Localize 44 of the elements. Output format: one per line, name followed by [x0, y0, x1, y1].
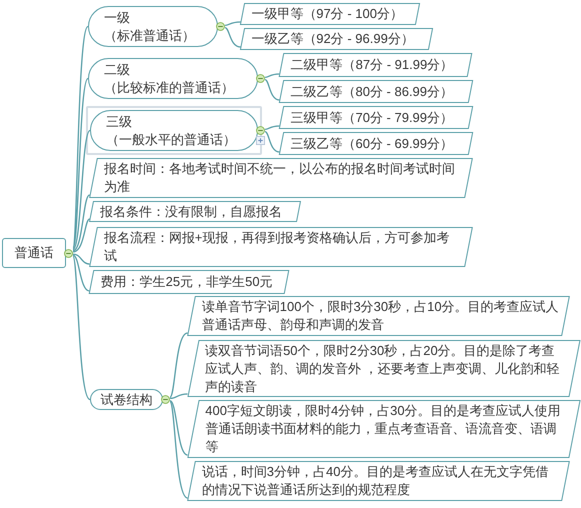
topic-box: 读单音节字词100个，限时3分30秒，占10分。目的考查应试人普通话声母、韵母和声调的发音 — [187, 296, 570, 336]
topic-title: 三级 — [106, 112, 132, 130]
topic-pill — [88, 6, 225, 47]
topic-box: 一级乙等（92分 - 96.99分） — [240, 28, 433, 50]
connector-line — [264, 131, 280, 153]
topic-subtitle: （标准普通话） — [104, 26, 195, 44]
topic-pill — [90, 389, 170, 410]
connector-line — [72, 218, 90, 253]
connector-line — [264, 73, 280, 78]
connector-line — [169, 401, 188, 499]
connector-line — [72, 130, 90, 250]
connector-line — [170, 393, 188, 400]
connector-line — [72, 194, 90, 252]
connector-line — [72, 78, 89, 249]
topic-box: 二级甲等（87分 - 91.99分） — [279, 53, 473, 77]
topic-box: 一级甲等（97分 - 100分） — [240, 3, 420, 25]
topic-box: 说话，时间3分钟，占40分。目的是考查应试人在无文字凭借的情况下说普通话所达到的规范程度 — [187, 461, 570, 501]
connector-line — [170, 332, 188, 398]
connector-line — [170, 400, 188, 456]
topic-box: 费用：学生25元，非学生50元 — [89, 270, 290, 294]
topic-box: 400字短文朗读，限时4分钟，占30分。目的是考查应试人使用普通话朗读书面材料的能力，重点考查语音、语流音变、语调等 — [187, 400, 580, 458]
connector-line — [264, 79, 280, 101]
topic-box: 二级乙等（80分 - 86.99分） — [279, 80, 473, 103]
topic-box: 报名条件：没有限制，自愿报名 — [89, 201, 301, 222]
topic-title: 试卷结构 — [100, 390, 152, 408]
topic-pill — [88, 58, 265, 99]
topic-title: 普通话 — [14, 244, 54, 262]
topic-box: 三级乙等（60分 - 69.99分） — [279, 132, 473, 155]
connector-line — [264, 125, 280, 130]
connector-line — [72, 253, 90, 265]
topic-title: 二级 — [104, 60, 130, 78]
connector-line — [224, 21, 241, 26]
connector-line — [72, 256, 90, 400]
topic-box: 三级甲等（70分 - 79.99分） — [279, 106, 473, 129]
topic-box: 读双音节词语50个，限时2分30秒，占20分。目的是除了考查应试人声、韵、调的发音外 ，还要考查上声变调、儿化韵和轻声的读音 — [187, 340, 580, 397]
connector-line — [224, 27, 241, 48]
topic-subtitle: （比较标准的普通话） — [104, 78, 234, 96]
topic-subtitle: （一般水平的普通话） — [106, 130, 236, 148]
central-topic-box — [2, 238, 73, 268]
topic-title: 一级 — [104, 8, 130, 26]
topic-box: 报名流程：网报+现报，再得到报考资格确认后，方可参加考试 — [89, 227, 473, 267]
connector-line — [72, 254, 90, 292]
topic-box: 报名时间：各地考试时间不统一，以公布的报名时间考试时间为准 — [89, 158, 473, 198]
connector-line — [72, 26, 89, 248]
